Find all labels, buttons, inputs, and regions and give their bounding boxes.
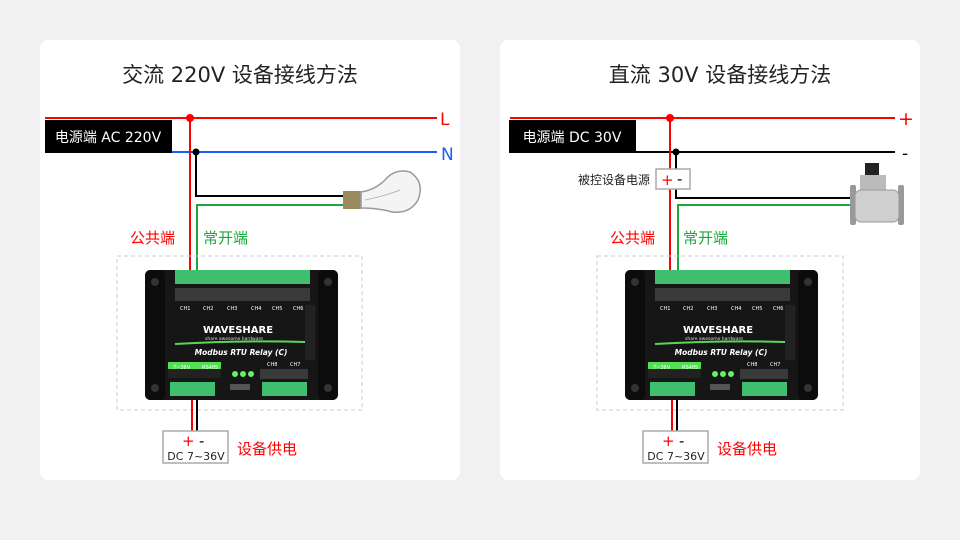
line-l-label: L [440, 110, 450, 130]
source-label: 电源端 DC 30V [523, 130, 622, 146]
source-label-box [509, 120, 636, 153]
device-outline [116, 255, 363, 411]
svg-text:CH6: CH6 [773, 306, 783, 312]
svg-text:CH4: CH4 [251, 306, 261, 312]
brand-logo: WAVESHARE [203, 325, 273, 336]
brand-logo: WAVESHARE [683, 325, 753, 336]
supply-label: 设备供电 [237, 440, 297, 458]
svg-text:CH3: CH3 [707, 306, 717, 312]
solenoid-valve-icon [850, 163, 904, 225]
brand-slogan: share awesome hardware [685, 336, 743, 342]
line-plus-label: + [898, 108, 914, 130]
svg-text:CH7: CH7 [290, 362, 300, 368]
supply-minus: - [679, 432, 684, 450]
no-wire [196, 204, 348, 272]
source-label: 电源端 AC 220V [55, 130, 162, 146]
dc-panel: 直流 30V 设备接线方法 电源端 DC 30V + - + - 被控设备电源 … [500, 40, 920, 480]
load-neutral-wire [195, 152, 348, 197]
supply-box [162, 430, 229, 464]
supply-plus: + [182, 432, 195, 450]
model-label: Modbus RTU Relay (C) [675, 348, 768, 357]
device-outline [596, 255, 844, 411]
line-n-label: N [441, 145, 454, 165]
line-minus-label: - [902, 144, 908, 164]
relay-device: CH1 CH2 CH3 CH4 CH5 CH6 CH8 CH7 WAVESHARE sh… [144, 269, 339, 401]
no-wire [677, 204, 850, 272]
model-label: Modbus RTU Relay (C) [195, 348, 288, 357]
controlled-power-box [655, 168, 691, 190]
light-bulb-icon [343, 170, 421, 213]
svg-text:CH8: CH8 [747, 362, 757, 368]
svg-text:CH5: CH5 [752, 306, 762, 312]
svg-text:CH4: CH4 [731, 306, 741, 312]
common-label: 公共端 [130, 229, 175, 247]
cp-minus: - [677, 170, 682, 188]
cp-plus: + [661, 171, 674, 189]
supply-box [642, 430, 709, 464]
svg-text:CH3: CH3 [227, 306, 237, 312]
no-label: 常开端 [683, 229, 728, 247]
svg-text:CH5: CH5 [272, 306, 282, 312]
svg-text:CH7: CH7 [770, 362, 780, 368]
power-port-label: 7~36V [653, 365, 671, 371]
svg-text:CH1: CH1 [180, 306, 190, 312]
supply-text: DC 7~36V [167, 450, 225, 463]
load-negative-wire [675, 152, 850, 199]
common-label: 公共端 [610, 229, 655, 247]
supply-plus: + [662, 432, 675, 450]
channel-labels: CH1 CH2 CH3 CH4 CH5 CH6 CH8 CH7 [660, 306, 783, 368]
panel-title: 交流 220V 设备接线方法 [122, 63, 358, 87]
svg-text:CH8: CH8 [267, 362, 277, 368]
supply-minus: - [199, 432, 204, 450]
svg-text:CH2: CH2 [203, 306, 213, 312]
supply-text: DC 7~36V [647, 450, 705, 463]
brand-slogan: share awesome hardware [205, 336, 263, 342]
source-label-box [45, 120, 172, 153]
supply-label: 设备供电 [717, 440, 777, 458]
rs485-port-label: RS485 [202, 365, 218, 371]
no-label: 常开端 [203, 229, 248, 247]
svg-text:CH1: CH1 [660, 306, 670, 312]
ac-panel: 交流 220V 设备接线方法 电源端 AC 220V L N 公共端 常开端 C… [40, 40, 460, 480]
relay-device: CH1 CH2 CH3 CH4 CH5 CH6 CH8 CH7 WAVESHARE sh… [624, 269, 819, 401]
channel-labels: CH1 CH2 CH3 CH4 CH5 CH6 CH8 CH7 [180, 306, 303, 368]
svg-text:CH6: CH6 [293, 306, 303, 312]
controlled-power-label: 被控设备电源 [578, 173, 650, 187]
panel-title: 直流 30V 设备接线方法 [609, 63, 831, 87]
power-port-label: 7~36V [173, 365, 191, 371]
rs485-port-label: RS485 [682, 365, 698, 371]
svg-text:CH2: CH2 [683, 306, 693, 312]
